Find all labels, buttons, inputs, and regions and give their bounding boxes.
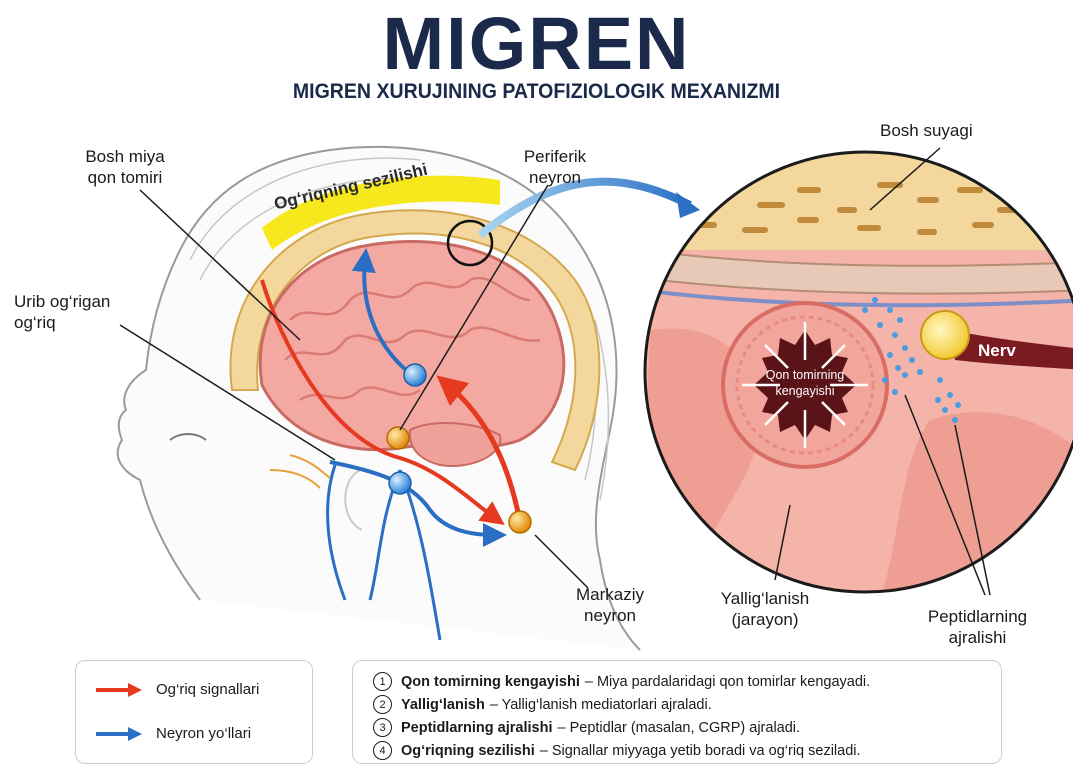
step-desc: – Peptidlar (masalan, CGRP) ajraladi.: [557, 720, 800, 736]
step-number: 2: [373, 695, 392, 714]
step-term: Qon tomirning kengayishi: [401, 674, 580, 690]
step-term: Peptidlarning ajralishi: [401, 720, 552, 736]
label-peripheral-neuron: Periferik neyron: [500, 146, 610, 188]
label-blood-vessel: Bosh miya qon tomiri: [50, 146, 200, 188]
legend-box: Og‘riq signallari Neyron yo‘llari: [75, 660, 313, 764]
legend-item-neuron-paths: Neyron yo‘llari: [96, 725, 251, 742]
red-arrow-icon: [96, 683, 142, 697]
label-inflammation: Yallig‘lanish (jarayon): [700, 588, 830, 630]
step-item: 3 Peptidlarning ajralishi – Peptidlar (m…: [373, 718, 800, 737]
neuron-blue-upper: [404, 364, 426, 386]
blue-arrow-icon: [96, 727, 142, 741]
legend-item-pain-signals: Og‘riq signallari: [96, 681, 259, 698]
step-desc: – Miya pardalaridagi qon tomirlar kengay…: [585, 674, 870, 690]
nerve-ending: [921, 311, 969, 359]
step-number: 3: [373, 718, 392, 737]
label-referred-pain: Urib og‘rigan og‘riq: [14, 291, 110, 333]
legend-label: Og‘riq signallari: [156, 681, 259, 698]
neuron-orange-upper: [387, 427, 409, 449]
step-term: Yallig‘lanish: [401, 697, 485, 713]
steps-box: 1 Qon tomirning kengayishi – Miya pardal…: [352, 660, 1002, 764]
zoom-arrow-head: [676, 192, 700, 218]
label-peptide-release: Peptidlarning ajralishi: [915, 606, 1040, 648]
step-term: Og‘riqning sezilishi: [401, 743, 535, 759]
step-item: 1 Qon tomirning kengayishi – Miya pardal…: [373, 672, 870, 691]
step-item: 2 Yallig‘lanish – Yallig‘lanish mediator…: [373, 695, 712, 714]
legend-label: Neyron yo‘llari: [156, 725, 251, 742]
step-number: 4: [373, 741, 392, 760]
label-central-neuron: Markaziy neyron: [555, 584, 665, 626]
step-desc: – Yallig‘lanish mediatorlari ajraladi.: [490, 697, 712, 713]
bone-layer: [640, 150, 1073, 250]
central-neuron: [509, 511, 531, 533]
label-nerve: Nerv: [978, 340, 1016, 361]
step-desc: – Signallar miyyaga yetib boradi va og‘r…: [540, 743, 861, 759]
step-number: 1: [373, 672, 392, 691]
label-dilation: Qon tomirning kengayishi: [735, 367, 875, 399]
label-skull: Bosh suyagi: [880, 120, 973, 141]
neuron-blue-lower: [389, 472, 411, 494]
step-item: 4 Og‘riqning sezilishi – Signallar miyya…: [373, 741, 861, 760]
brain: [260, 242, 564, 450]
